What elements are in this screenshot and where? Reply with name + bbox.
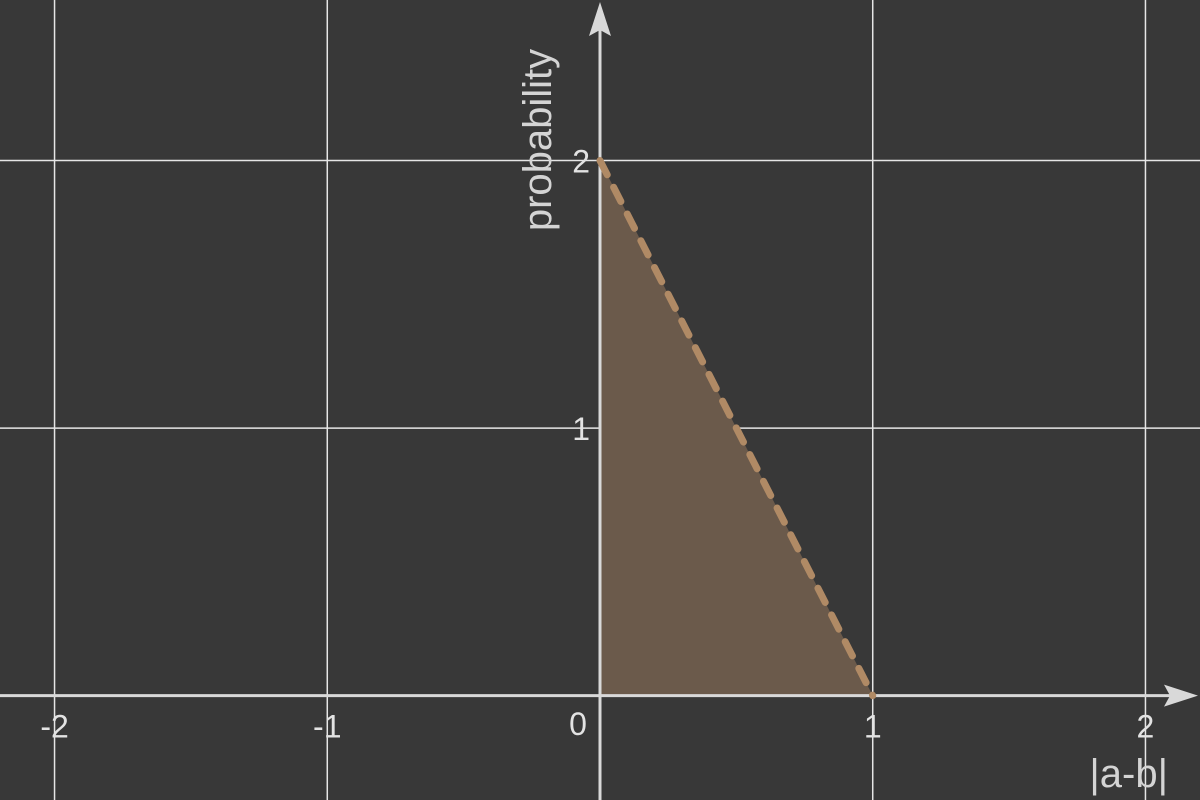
density-line-layer — [596, 157, 877, 700]
y-tick-label: 1 — [572, 411, 590, 447]
y-axis-arrow-icon — [589, 2, 611, 36]
y-tick-label: 2 — [572, 144, 590, 180]
x-tick-label: -2 — [40, 709, 68, 745]
x-tick-label: 1 — [864, 709, 882, 745]
origin-label: 0 — [569, 706, 587, 742]
x-axis-title: |a-b| — [1089, 752, 1168, 796]
tick-labels: -2 -1 1 2 1 2 — [40, 144, 1154, 745]
x-axis-arrow-icon — [1164, 684, 1198, 707]
x-tick-label: -1 — [313, 709, 341, 745]
y-axis-title: probability — [516, 49, 560, 231]
x-tick-label: 2 — [1137, 709, 1155, 745]
density-line — [596, 157, 877, 700]
